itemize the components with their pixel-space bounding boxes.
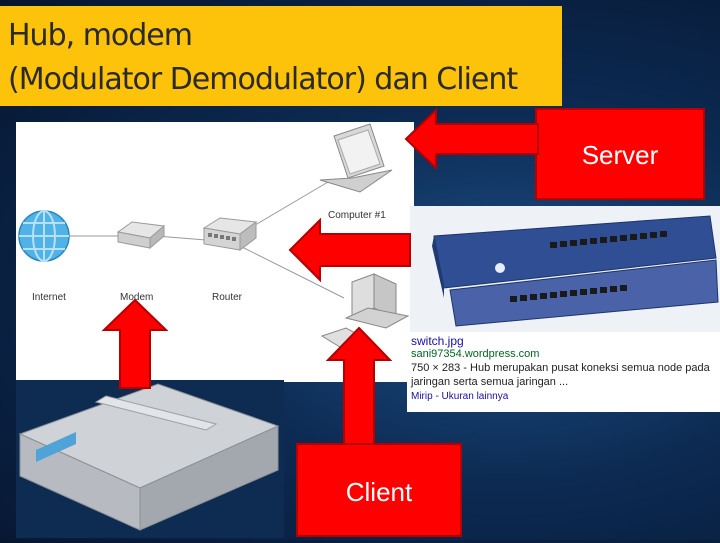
modem-device-icon: [116, 221, 166, 250]
router-label: Router: [212, 292, 243, 303]
arrow-left-to-laptop-icon: [404, 108, 539, 170]
client-callout-label: Client: [345, 477, 413, 507]
modem-label: Modem: [120, 292, 154, 303]
title-line-1: Hub, modem: [8, 18, 193, 53]
title-line-2: (Modulator Demodulator) dan Client: [8, 62, 518, 97]
server-callout-label: Server: [581, 140, 659, 170]
dlink-modem-image: [18, 383, 280, 531]
network-switch-image: [410, 206, 720, 334]
arrow-up-to-desktop-icon: [326, 326, 392, 445]
result-description-line-1: 750 × 283 - Hub merupakan pusat koneksi …: [411, 362, 710, 374]
router-device-icon: [202, 217, 258, 251]
result-similar-links[interactable]: Mirip - Ukuran lainnya: [411, 391, 509, 402]
internet-label: Internet: [32, 292, 66, 303]
slide-title: Hub, modem (Modulator Demodulator) dan C…: [0, 6, 562, 106]
result-filename-link[interactable]: switch.jpg: [411, 334, 464, 348]
computer-1-label: Computer #1: [328, 210, 386, 221]
network-diagram-graphic: [18, 123, 410, 353]
modem-photo: [16, 380, 284, 538]
switch-photo: [410, 206, 720, 334]
result-domain: sani97354.wordpress.com: [411, 348, 540, 360]
arrow-up-to-modem-icon: [102, 298, 168, 389]
globe-icon: [18, 210, 70, 262]
arrow-left-to-router-icon: [288, 218, 411, 282]
result-description-line-2: jaringan serta semua jaringan ...: [411, 376, 569, 388]
image-search-result[interactable]: switch.jpg sani97354.wordpress.com 750 ×…: [407, 332, 720, 412]
laptop-icon: [319, 123, 393, 193]
client-callout: Client: [296, 443, 462, 537]
server-callout: Server: [535, 108, 705, 200]
